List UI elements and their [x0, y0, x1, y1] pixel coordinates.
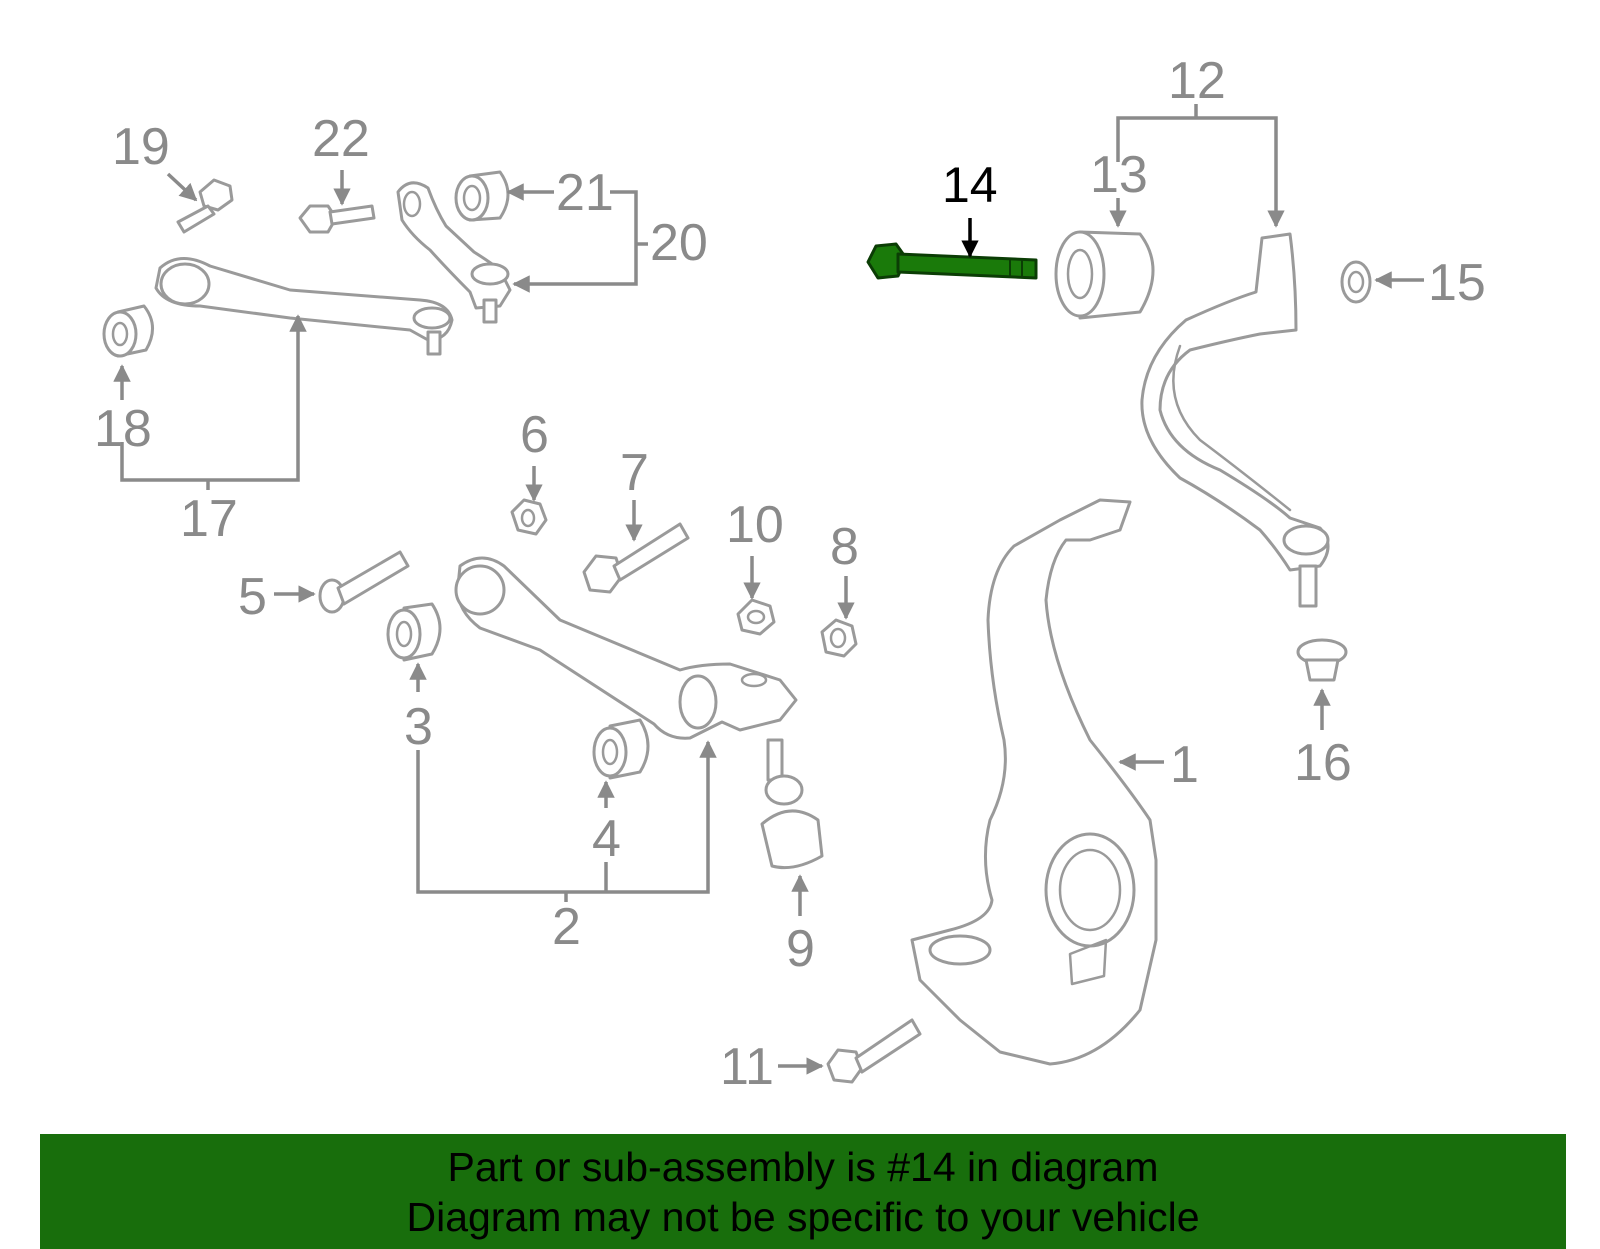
callout-19: 19 [112, 118, 170, 176]
part-8-nut[interactable] [820, 618, 858, 658]
part-2-control-arm[interactable] [454, 556, 798, 740]
part-9-ball-joint[interactable] [760, 738, 824, 870]
part-10-nut[interactable] [736, 598, 776, 636]
parts-diagram: 19 22 21 20 18 17 14 13 12 15 16 6 7 10 … [94, 52, 1486, 1096]
callout-16: 16 [1294, 734, 1352, 792]
part-22-bolt[interactable] [298, 204, 376, 234]
part-18-bushing[interactable] [102, 304, 154, 358]
callouts: 19 22 21 20 18 17 14 13 12 15 16 6 7 10 … [94, 52, 1486, 1096]
callout-2: 2 [552, 898, 581, 956]
part-4-bushing[interactable] [592, 718, 650, 780]
part-11-bolt[interactable] [826, 1018, 922, 1084]
callout-4: 4 [592, 810, 621, 868]
part-20-control-arm[interactable] [396, 181, 512, 324]
part-1-knuckle[interactable] [910, 498, 1158, 1066]
part-15-nut[interactable] [1340, 260, 1372, 304]
part-12-control-arm[interactable] [1140, 232, 1330, 608]
part-3-bushing[interactable] [386, 602, 442, 662]
leader-lines [113, 104, 1424, 1075]
footer-line-1: Part or sub-assembly is #14 in diagram [447, 1144, 1159, 1190]
part-19-bolt[interactable] [176, 178, 234, 234]
callout-22: 22 [312, 110, 370, 168]
part-7-bolt[interactable] [582, 522, 690, 594]
callout-8: 8 [830, 518, 859, 576]
callout-7: 7 [620, 444, 649, 502]
callout-10: 10 [726, 496, 784, 554]
footer-line-2: Diagram may not be specific to your vehi… [406, 1194, 1200, 1240]
callout-21: 21 [556, 164, 614, 222]
part-13-bushing[interactable] [1054, 230, 1155, 320]
callout-11: 11 [720, 1038, 774, 1096]
callout-12: 12 [1168, 52, 1226, 110]
callout-18: 18 [94, 400, 152, 458]
part-6-nut[interactable] [510, 498, 548, 536]
part-17-control-arm[interactable] [154, 257, 454, 356]
callout-15: 15 [1428, 254, 1486, 312]
callout-9: 9 [786, 920, 815, 978]
callout-20: 20 [650, 214, 708, 272]
callout-3: 3 [404, 698, 433, 756]
callout-13: 13 [1090, 146, 1148, 204]
callout-5: 5 [238, 568, 267, 626]
part-21-bushing[interactable] [454, 170, 510, 222]
callout-17: 17 [180, 490, 238, 548]
callout-6: 6 [520, 406, 549, 464]
footer-banner: Part or sub-assembly is #14 in diagram D… [40, 1134, 1566, 1249]
part-16-nut[interactable] [1296, 638, 1348, 682]
callout-1: 1 [1170, 736, 1199, 794]
callout-14: 14 [942, 157, 998, 213]
part-5-bolt[interactable] [318, 550, 410, 614]
part-14-bolt[interactable] [866, 242, 1038, 280]
